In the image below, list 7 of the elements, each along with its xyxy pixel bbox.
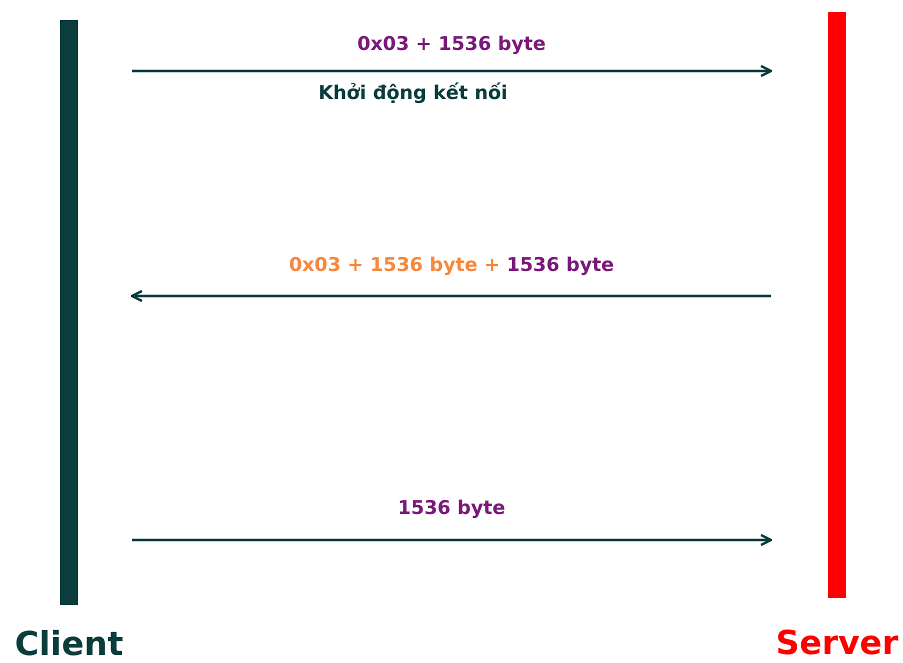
participant-label: Client <box>14 625 124 663</box>
arrow <box>130 290 771 302</box>
arrow <box>132 534 772 546</box>
edge-label: 0x03 + 1536 byte <box>355 33 548 55</box>
participant-label: Server <box>774 624 900 662</box>
arrow <box>132 64 772 78</box>
edge-label: 0x03 + 1536 byte + 1536 byte <box>286 254 616 276</box>
